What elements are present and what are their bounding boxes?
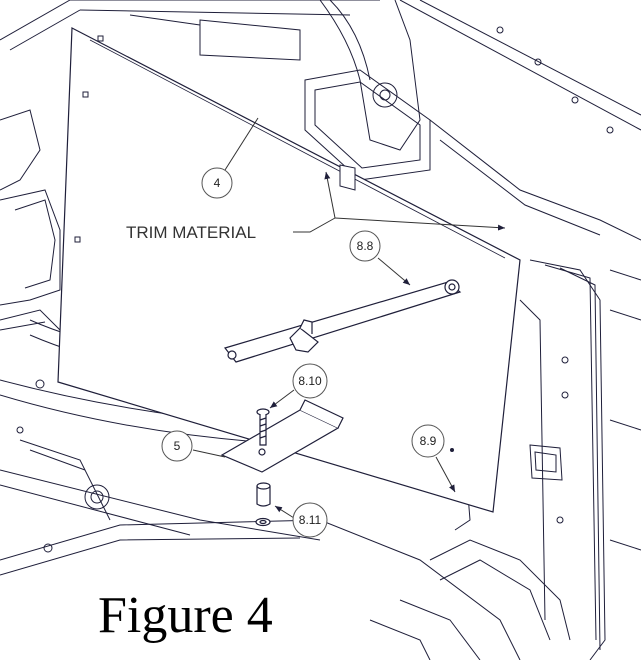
callout-8-8-label: 8.8 [357,239,374,253]
callout-8-9: 8.9 [411,424,456,493]
callout-8-11-label: 8.11 [299,513,322,527]
callout-5: 5 [161,430,226,462]
spacer [255,482,271,527]
support-rod [223,279,462,363]
callout-8-10: 8.10 [269,363,328,409]
callout-8-8: 8.8 [349,230,411,286]
mounting-bracket [220,399,344,473]
figure-caption: Figure 4 [92,590,279,642]
trim-material-label: TRIM MATERIAL [126,223,256,242]
callout-5-label: 5 [174,439,181,453]
callout-8-10-label: 8.10 [298,374,322,388]
callout-4: 4 [201,117,259,199]
trim-material-annotation: TRIM MATERIAL [126,171,506,242]
trim-panel [57,27,521,513]
screw [256,408,270,446]
callout-8-11: 8.11 [274,502,328,538]
callout-8-9-label: 8.9 [420,434,437,448]
callout-4-label: 4 [214,176,221,190]
